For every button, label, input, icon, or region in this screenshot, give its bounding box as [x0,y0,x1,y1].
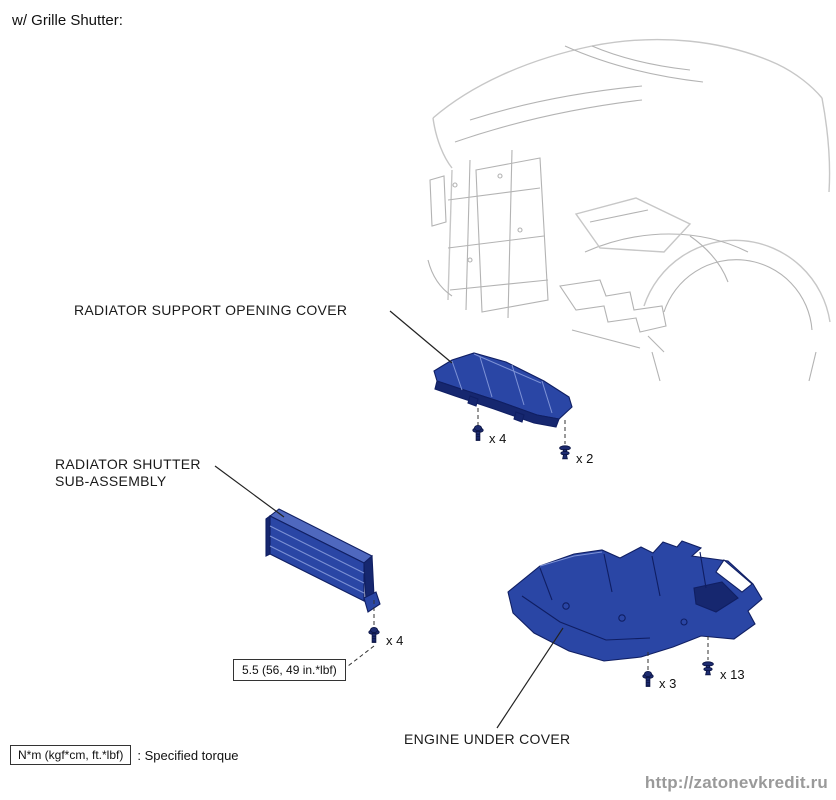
label-radiator-support-opening-cover: RADIATOR SUPPORT OPENING COVER [74,302,348,318]
torque-legend-description: : Specified torque [137,747,239,763]
torque-legend-symbol: N*m (kgf*cm, ft.*lbf) [10,745,132,765]
label-radiator-shutter-line1: RADIATOR SHUTTER [55,456,201,472]
label-radiator-shutter-line2: SUB-ASSEMBLY [55,473,167,489]
callout-under-cover-bolts: x 3 [659,676,677,691]
leader-line-shutter [214,465,285,518]
callout-under-cover-clips: x 13 [720,667,745,682]
bolt-icon [368,626,380,643]
variant-note: w/ Grille Shutter: [12,12,123,29]
leader-line-under-cover [496,627,564,729]
torque-legend: N*m (kgf*cm, ft.*lbf) : Specified torque [10,745,239,765]
callout-shutter-bolts: x 4 [386,633,404,648]
label-radiator-shutter: RADIATOR SHUTTER SUB-ASSEMBLY [55,456,201,490]
bolt-icon [642,670,654,687]
bolt-icon [472,424,484,441]
watermark-url: http://zatonevkredit.ru [644,773,828,792]
callout-support-bolts: x 4 [489,431,507,446]
callout-support-clips: x 2 [576,451,594,466]
clip-icon [702,661,714,676]
torque-spec-box: 5.5 (56, 49 in.*lbf) [233,659,346,681]
engine-under-cover-part [507,540,763,662]
dash-line-torque-box [347,645,375,667]
radiator-support-opening-cover-part [433,352,573,428]
leader-line-support-cover [389,310,453,364]
clip-icon [559,445,571,460]
label-engine-under-cover: ENGINE UNDER COVER [404,731,571,747]
car-front-sketch [427,38,831,382]
radiator-shutter-sub-assembly-part [265,508,381,613]
